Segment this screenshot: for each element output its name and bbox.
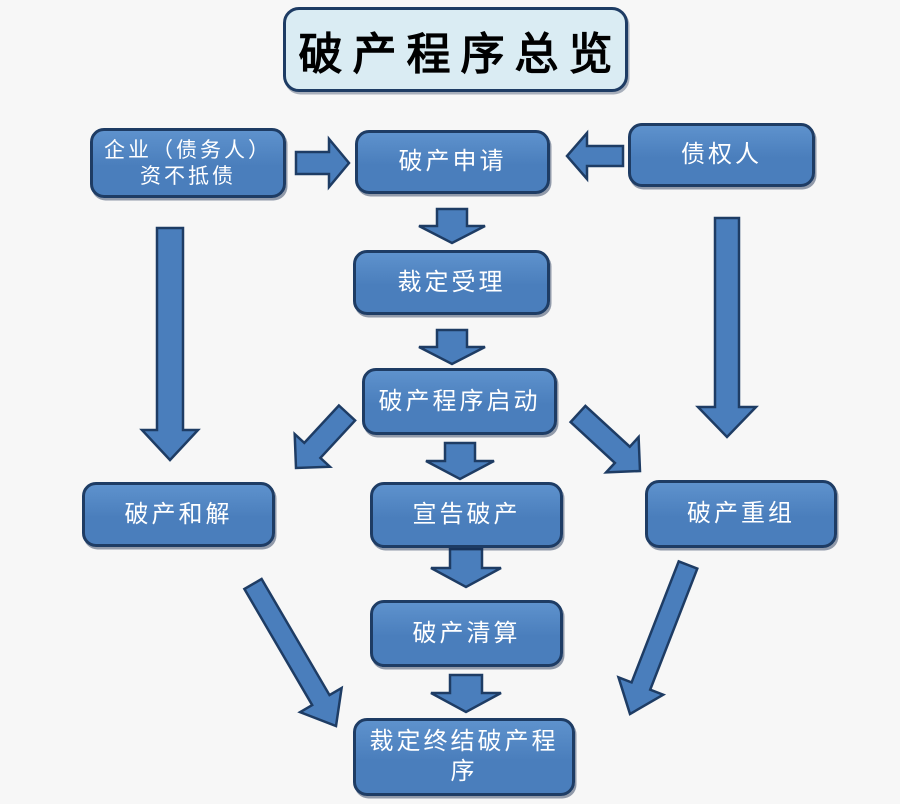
arrow-application-to-acceptance [418,207,486,245]
node-bankruptcy-application: 破产申请 [355,130,550,194]
diagram-title-text: 破产程序总览 [298,29,623,79]
node-label: 序 [450,759,478,785]
node-label: 裁定受理 [397,269,506,296]
node-bankruptcy-liquidation: 破产清算 [370,600,563,667]
node-label: 资不抵债 [140,164,236,188]
arrow-debtor-to-reconciliation [139,226,201,462]
node-bankruptcy-reconciliation: 破产和解 [82,482,275,547]
node-ruling-acceptance: 裁定受理 [353,250,550,315]
node-debtor-insolvent: 企业（债务人） 资不抵债 [90,128,286,198]
arrow-acceptance-to-start [418,328,486,366]
node-creditor: 债权人 [628,123,815,187]
node-declare-bankruptcy: 宣告破产 [370,482,563,548]
arrow-reconciliation-to-termination [242,577,344,728]
arrow-declare-to-liquidation [430,547,502,589]
arrow-liquidation-to-termination [430,673,502,714]
node-label: 破产申请 [398,149,507,175]
node-label: 企业（债务人） [104,137,272,162]
arrow-creditor-to-reorganization [695,216,759,439]
node-label: 破产程序启动 [378,388,541,415]
arrow-creditor-to-application [565,129,625,183]
node-ruling-termination: 裁定终结破产程 序 [353,718,575,796]
arrow-reorganization-to-termination [616,559,699,716]
arrow-start-to-reorganization [568,404,642,474]
arrow-debtor-to-application [294,135,351,191]
node-bankruptcy-reorganization: 破产重组 [645,480,837,548]
arrow-start-to-reconciliation [293,403,357,470]
node-label: 破产和解 [124,501,233,528]
node-procedure-start: 破产程序启动 [362,368,557,435]
node-label: 债权人 [681,142,762,168]
node-label: 裁定终结破产程 [369,729,559,755]
node-label: 宣告破产 [412,502,521,528]
diagram-title: 破产程序总览 [283,7,628,92]
arrow-start-to-declare [425,441,495,481]
node-label: 破产重组 [687,501,795,527]
node-label: 破产清算 [412,620,521,647]
